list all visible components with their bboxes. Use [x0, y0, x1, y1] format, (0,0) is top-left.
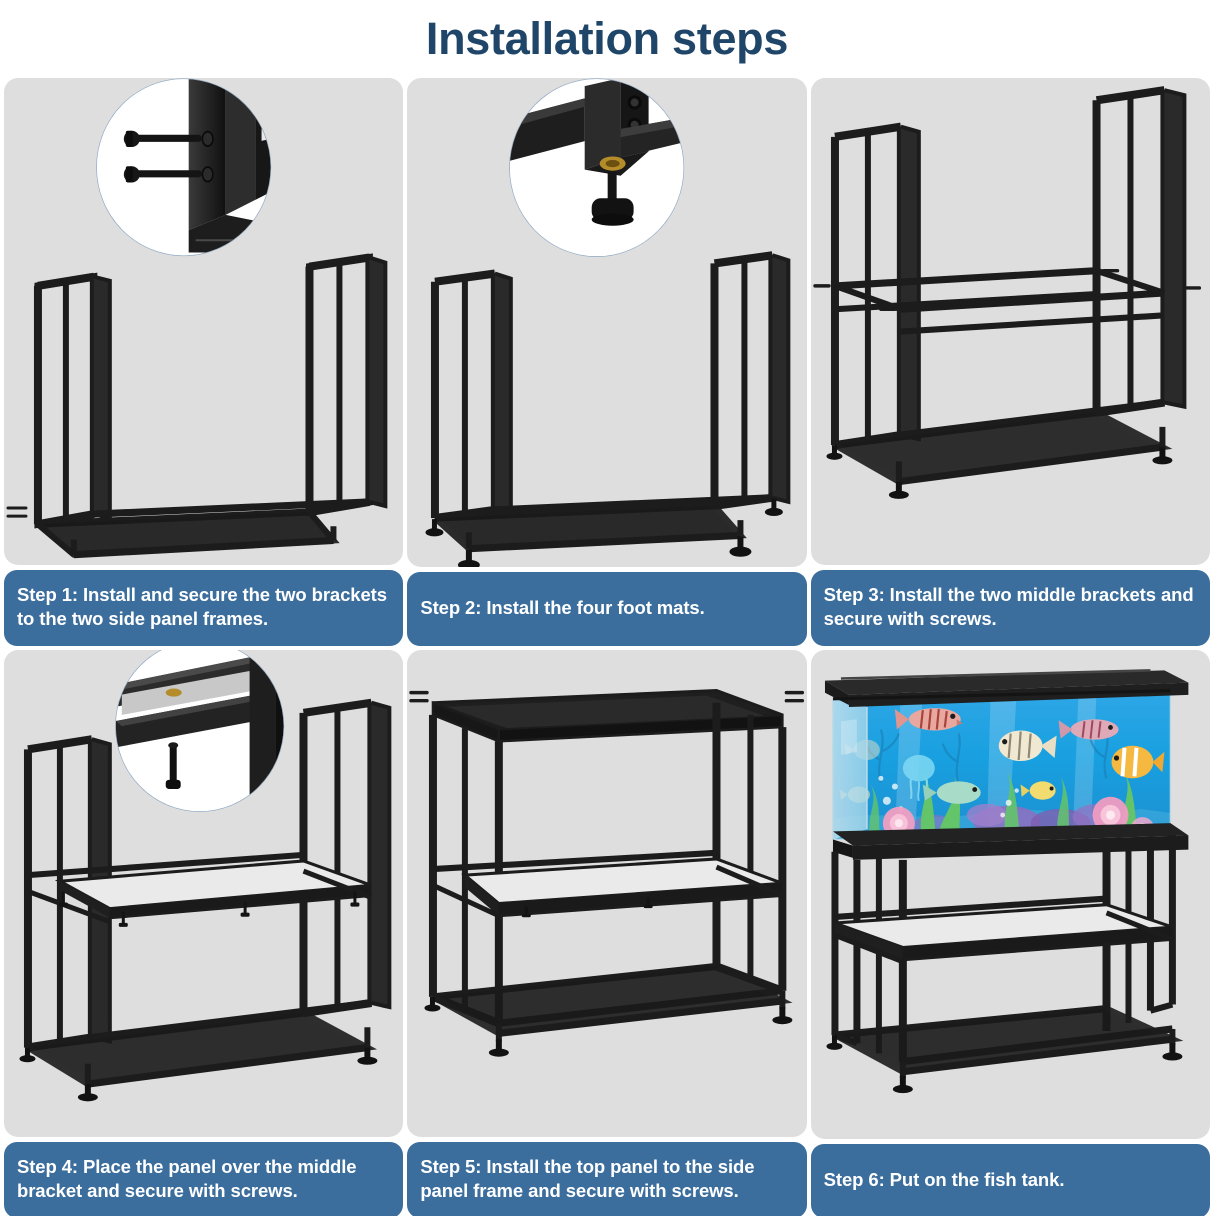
step-card-3: Step 3: Install the two middle brackets … — [810, 78, 1210, 646]
fish-tank — [824, 669, 1189, 860]
bracket-screw-callout — [96, 78, 272, 257]
screw-marker — [6, 506, 28, 518]
right-side-frame — [299, 698, 392, 1018]
bottom-rails — [433, 494, 773, 553]
step-3-diagram — [812, 86, 1201, 499]
step-6-illustration — [810, 650, 1210, 1139]
foot-mat-callout — [509, 78, 685, 257]
steps-grid: Step 1: Install and secure the two brack… — [0, 78, 1214, 1216]
bottom-rails — [833, 1005, 1184, 1078]
step-4-diagram — [19, 650, 392, 1102]
middle-shelf-panel — [54, 859, 372, 920]
installing-screw — [165, 742, 181, 789]
top-panel — [432, 689, 784, 744]
foot-mats — [826, 1035, 1183, 1094]
step-3-caption-text: Step 3: Install the two middle brackets … — [823, 583, 1194, 630]
side-panel-frames — [33, 253, 388, 559]
side-panel-frames — [431, 251, 791, 553]
step-card-2: Step 2: Install the four foot mats. — [407, 78, 807, 646]
fish-lionfish-top-left — [894, 708, 963, 731]
stand-frame — [831, 835, 1184, 1078]
right-side-frame — [1092, 86, 1187, 417]
middle-bracket-front — [900, 289, 1165, 313]
bottom-rails — [26, 999, 378, 1088]
fish-yellow-small — [1020, 781, 1056, 800]
side-panel-frames — [830, 86, 1187, 486]
left-side-frame — [431, 269, 514, 523]
left-side-frame — [831, 851, 861, 1047]
page-title: Installation steps — [425, 13, 789, 64]
step-2-caption-text: Step 2: Install the four foot mats. — [420, 597, 705, 619]
panel-screws — [58, 891, 360, 927]
fish-lionfish-top-right — [1058, 719, 1119, 740]
side-panel-frames — [23, 698, 392, 1088]
brass-insert — [165, 688, 182, 697]
foot-mat-back-right — [765, 498, 784, 517]
left-side-frame — [33, 272, 112, 529]
screw-markers — [409, 690, 805, 703]
step-6-caption: Step 6: Put on the fish tank. — [810, 1144, 1210, 1216]
screw-markers — [812, 268, 1201, 311]
screw-2 — [118, 911, 128, 927]
middle-bracket-back — [834, 267, 1097, 290]
step-1-caption: Step 1: Install and secure the two brack… — [4, 569, 404, 646]
step-card-4: Step 4: Place the panel over the middle … — [4, 650, 404, 1216]
step-5-caption: Step 5: Install the top panel to the sid… — [407, 1141, 807, 1216]
step-4-illustration — [4, 650, 404, 1137]
step-2-illustration — [407, 78, 807, 567]
step-2-caption: Step 2: Install the four foot mats. — [407, 572, 807, 646]
bolt-upper — [123, 130, 202, 147]
right-side-frame — [710, 251, 791, 510]
foot-mat-front-left — [458, 549, 481, 567]
fish-butterflyfish-orange — [1111, 745, 1165, 779]
fish-angelfish-center — [998, 730, 1057, 762]
bolt-lower — [123, 166, 202, 183]
screw-3 — [240, 901, 250, 917]
step-3-illustration — [810, 78, 1210, 565]
leveling-foot — [592, 171, 634, 226]
step-6-diagram — [824, 669, 1189, 1094]
step-1-illustration — [4, 78, 404, 565]
foot-mat-front-right — [729, 536, 752, 557]
tank-hood — [824, 669, 1189, 708]
step-1-diagram — [6, 78, 388, 559]
step-card-6: Step 6: Put on the fish tank. — [810, 650, 1210, 1216]
stand-frame — [429, 689, 793, 1042]
screw-4 — [350, 891, 360, 907]
bottom-rails — [431, 962, 793, 1042]
bottom-rails — [833, 399, 1173, 486]
step-5-caption-text: Step 5: Install the top panel to the sid… — [420, 1155, 755, 1202]
step-4-caption: Step 4: Place the panel over the middle … — [4, 1141, 404, 1216]
foot-mat-back-left — [425, 519, 444, 537]
middle-shelf-panel — [461, 857, 784, 918]
middle-brackets — [833, 895, 1173, 965]
middle-shelf-panel — [834, 903, 1173, 962]
foot-mats — [826, 445, 1173, 499]
step-3-caption: Step 3: Install the two middle brackets … — [810, 569, 1210, 646]
panel-screws — [522, 897, 653, 918]
foot-mats — [424, 996, 793, 1057]
panel-screw-callout — [115, 650, 285, 812]
step-card-5: Step 5: Install the top panel to the sid… — [407, 650, 807, 1216]
right-side-frame — [712, 702, 787, 995]
step-4-caption-text: Step 4: Place the panel over the middle … — [17, 1155, 357, 1202]
foot-mats — [19, 1047, 378, 1102]
step-6-caption-text: Step 6: Put on the fish tank. — [823, 1169, 1065, 1191]
fish-green-bottom — [922, 781, 981, 804]
screw-1 — [58, 891, 68, 907]
middle-brackets — [27, 851, 373, 925]
middle-brackets — [432, 849, 784, 919]
step-5-diagram — [409, 689, 805, 1057]
foot-mats — [425, 498, 784, 567]
step-card-1: Step 1: Install and secure the two brack… — [4, 78, 404, 646]
bottom-rails — [36, 498, 370, 559]
middle-brackets — [833, 267, 1165, 335]
step-2-diagram — [425, 78, 791, 567]
page-header: Installation steps — [0, 0, 1214, 78]
step-5-illustration — [407, 650, 807, 1137]
right-side-frame — [305, 253, 388, 517]
step-1-caption-text: Step 1: Install and secure the two brack… — [17, 583, 387, 630]
